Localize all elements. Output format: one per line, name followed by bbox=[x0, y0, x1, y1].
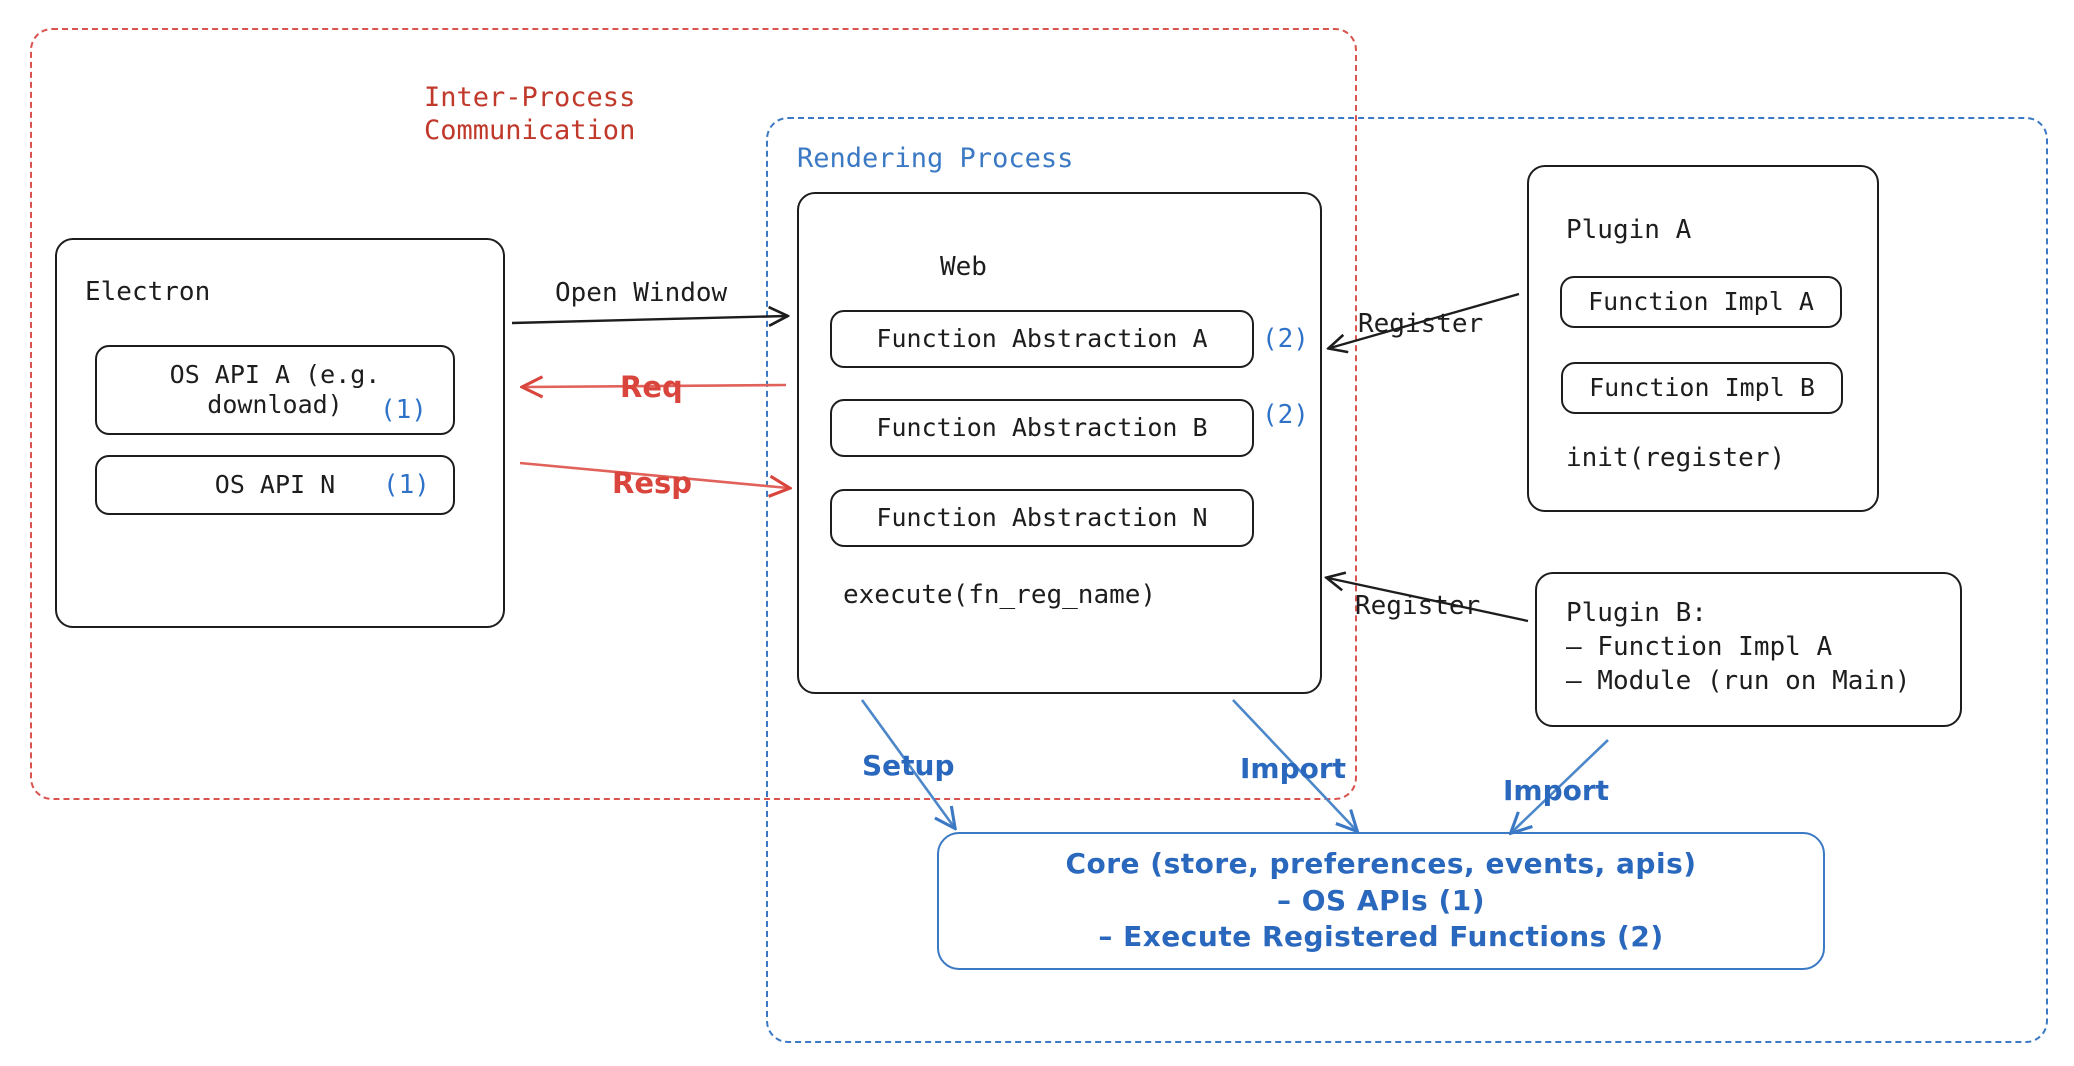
register-plugin-b-label: Register bbox=[1355, 591, 1481, 621]
function-impl-b-box: Function Impl B bbox=[1561, 362, 1843, 414]
import-plugin-b-label: Import bbox=[1503, 774, 1610, 807]
function-abstraction-n-box: Function Abstraction N bbox=[830, 489, 1254, 547]
plugin-a-box bbox=[1527, 165, 1879, 512]
function-impl-a-box: Function Impl A bbox=[1560, 276, 1842, 328]
core-line-os-apis: – OS APIs (1) bbox=[1276, 883, 1486, 917]
plugin-b-box bbox=[1535, 572, 1962, 727]
import-web-label: Import bbox=[1240, 752, 1347, 785]
rendering-process-region-boundary bbox=[766, 117, 2048, 1043]
ipc-region-title: Inter-Process Communication bbox=[424, 82, 636, 146]
req-label: Req bbox=[620, 370, 683, 404]
plugin-a-title: Plugin A bbox=[1566, 215, 1692, 245]
init-register-label: init(register) bbox=[1566, 443, 1786, 473]
core-box: Core (store, preferences, events, apis) … bbox=[937, 832, 1825, 970]
setup-label: Setup bbox=[862, 749, 955, 782]
function-abstraction-a-box: Function Abstraction A bbox=[830, 310, 1254, 368]
register-plugin-a-label: Register bbox=[1358, 309, 1484, 339]
function-abstraction-a-marker: (2) bbox=[1262, 324, 1309, 354]
os-api-a-box: OS API A (e.g. download) bbox=[95, 345, 455, 435]
os-api-n-marker: (1) bbox=[383, 470, 430, 500]
function-abstraction-b-marker: (2) bbox=[1262, 400, 1309, 430]
rendering-process-region-title: Rendering Process bbox=[797, 143, 1074, 174]
function-abstraction-b-box: Function Abstraction B bbox=[830, 399, 1254, 457]
core-line-execute-registered: – Execute Registered Functions (2) bbox=[1098, 920, 1664, 954]
execute-function-label: execute(fn_reg_name) bbox=[843, 580, 1157, 610]
resp-label: Resp bbox=[612, 466, 693, 500]
core-line-title: Core (store, preferences, events, apis) bbox=[1065, 846, 1697, 880]
plugin-b-text: Plugin B: – Function Impl A – Module (ru… bbox=[1566, 598, 1911, 696]
os-api-a-marker: (1) bbox=[380, 395, 427, 425]
web-title: Web bbox=[940, 252, 987, 282]
ipc-region-boundary bbox=[30, 28, 1357, 800]
open-window-label: Open Window bbox=[555, 278, 728, 308]
electron-title: Electron bbox=[85, 277, 211, 307]
os-api-n-box: OS API N bbox=[95, 455, 455, 515]
